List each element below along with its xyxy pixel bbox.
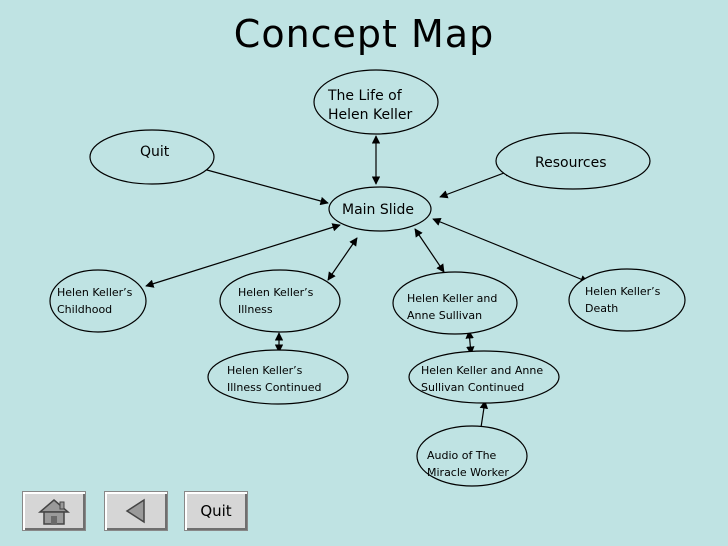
page-title: Concept Map — [233, 12, 495, 56]
node-childhood-label-1: Helen Keller’s — [57, 286, 133, 299]
node-helen-keller-and-anne-sullivan-ellipse — [392, 271, 518, 335]
node-main-slide-label-1: Main Slide — [342, 202, 414, 218]
home-icon — [37, 499, 71, 525]
node-illness-continued-ellipse — [207, 349, 349, 405]
node-helen-keller-and-anne-sullivan-label-2: Anne Sullivan — [407, 309, 482, 322]
edge-main-sullivan — [414, 228, 445, 273]
node-illness-continued-label-2: Illness Continued — [227, 381, 322, 394]
edge-main-illness — [327, 237, 358, 281]
node-quit-label-1: Quit — [140, 144, 170, 160]
node-illness-label-2: Illness — [238, 303, 273, 316]
node-sullivan-continued-label-1: Helen Keller and Anne — [421, 364, 543, 377]
node-quit-ellipse — [89, 129, 215, 185]
edge-main-childhood — [145, 223, 341, 288]
node-resources-ellipse — [495, 132, 651, 190]
node-audio-miracle-worker-ellipse — [416, 425, 528, 487]
back-arrow-icon — [125, 498, 145, 524]
node-audio-miracle-worker-label-1: Audio of The — [427, 449, 497, 462]
node-sullivan-continued-ellipse — [408, 350, 560, 404]
node-main-slide[interactable]: Main Slide — [328, 186, 432, 232]
node-life-of-helen-keller-ellipse — [313, 69, 439, 135]
quit-nav-button[interactable]: Quit — [184, 491, 248, 531]
node-childhood-ellipse — [49, 269, 147, 333]
node-resources[interactable]: Resources — [495, 132, 651, 190]
node-resources-label-1: Resources — [535, 155, 607, 171]
edge-main-resources — [439, 168, 513, 199]
node-quit[interactable]: Quit — [89, 129, 215, 185]
node-life-of-helen-keller-label-2: Helen Keller — [328, 107, 412, 123]
node-sullivan-continued-label-2: Sullivan Continued — [421, 381, 524, 394]
node-audio-miracle-worker-label-2: Miracle Worker — [427, 466, 509, 479]
node-death-ellipse — [568, 268, 686, 332]
node-illness-ellipse — [219, 269, 341, 333]
back-button[interactable] — [104, 491, 168, 531]
node-life-of-helen-keller-label-1: The Life of — [327, 88, 403, 104]
node-death-label-2: Death — [585, 302, 618, 315]
node-life-of-helen-keller: The Life of Helen Keller — [313, 69, 439, 135]
edge-main-quit — [195, 164, 329, 206]
edge-main-death — [432, 217, 589, 284]
node-illness-label-1: Helen Keller’s — [238, 286, 314, 299]
node-illness-continued-label-1: Helen Keller’s — [227, 364, 303, 377]
node-main-slide-ellipse — [328, 186, 432, 232]
home-button[interactable] — [22, 491, 86, 531]
node-helen-keller-and-anne-sullivan-label-1: Helen Keller and — [407, 292, 497, 305]
node-childhood-label-2: Childhood — [57, 303, 112, 316]
node-death-label-1: Helen Keller’s — [585, 285, 661, 298]
edge-sullivan-cont — [465, 330, 475, 355]
quit-nav-label: Quit — [200, 502, 232, 520]
